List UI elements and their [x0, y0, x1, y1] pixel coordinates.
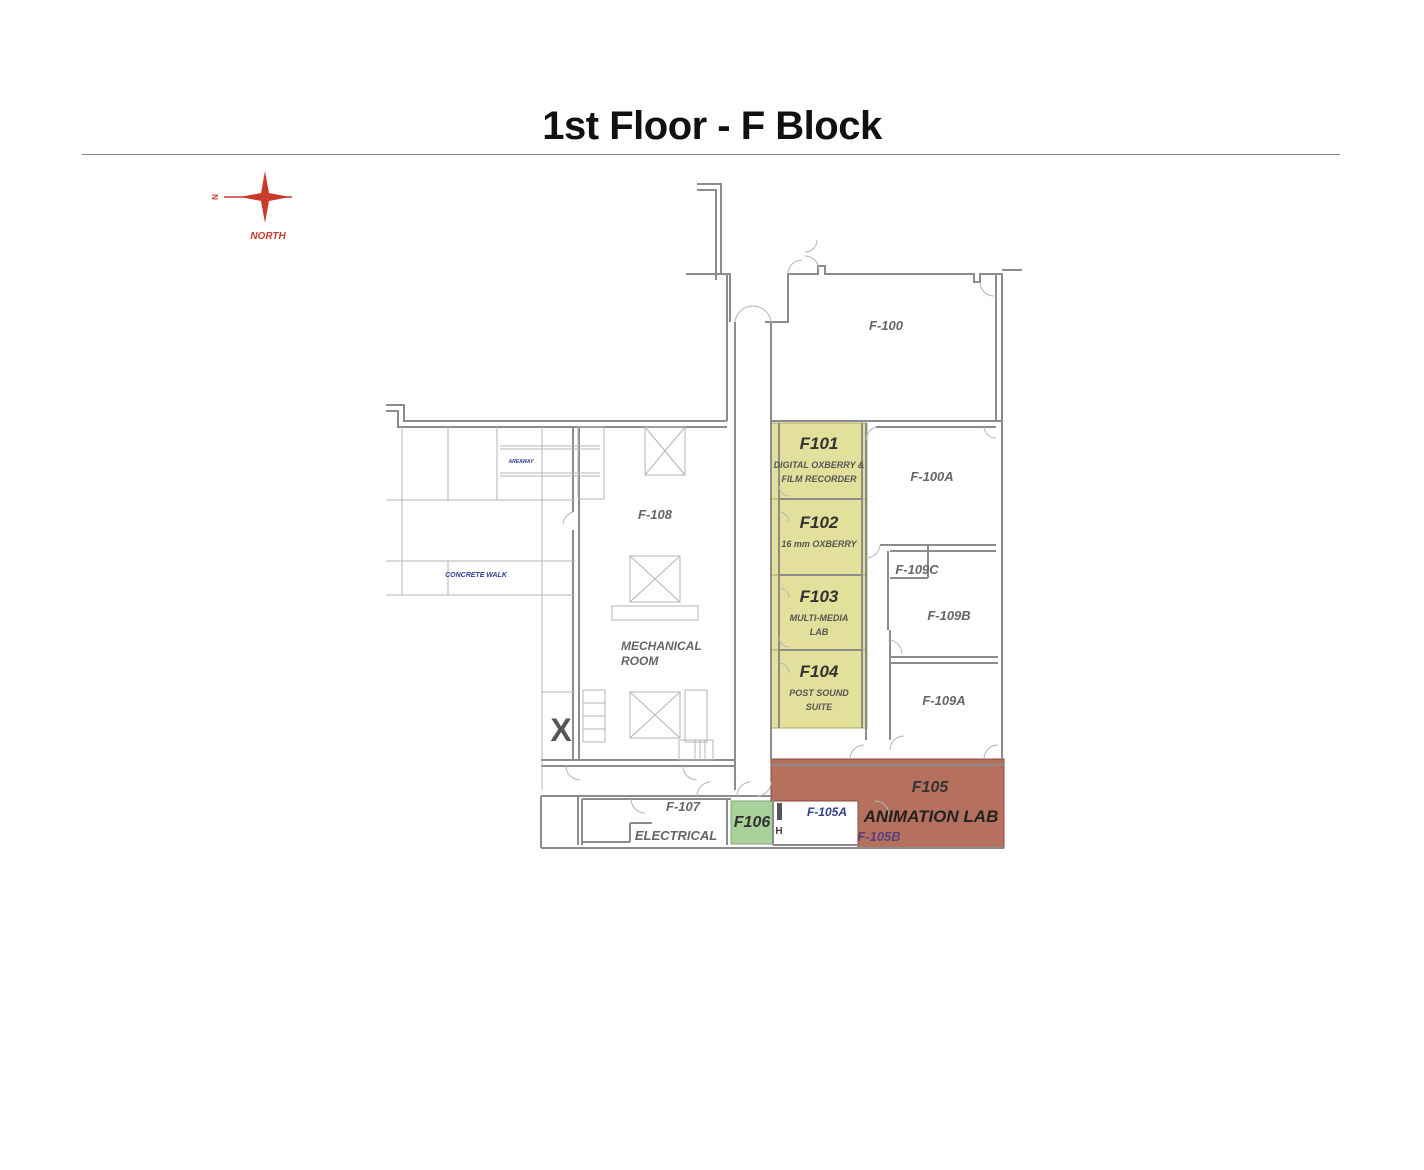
room-name-f101-line1: DIGITAL OXBERRY &: [774, 460, 865, 470]
label-concrete-walk: CONCRETE WALK: [445, 572, 508, 579]
page-title: 1st Floor - F Block: [542, 104, 882, 148]
room-name-f104-line2: SUITE: [806, 702, 834, 712]
mechanical-equipment: [577, 426, 714, 761]
room-label-f100: F-100: [869, 318, 904, 333]
room-label-mechanical-line2: ROOM: [621, 654, 659, 668]
room-name-f103-line2: LAB: [810, 627, 829, 637]
room-name-f105: ANIMATION LAB: [863, 807, 999, 826]
concrete-walk-grid: [386, 427, 600, 790]
room-number-f104: F104: [800, 662, 839, 681]
room-number-f103: F103: [800, 587, 839, 606]
room-name-f102-line1: 16 mm OXBERRY: [781, 539, 857, 549]
room-label-f107: F-107: [666, 799, 701, 814]
room-number-f102: F102: [800, 513, 839, 532]
h-device-icon: [777, 803, 782, 820]
room-label-f108: F-108: [638, 507, 673, 522]
building-walls: [386, 183, 1022, 849]
room-f102-fill: [770, 498, 868, 576]
x-mark: X: [550, 712, 572, 748]
room-name-f103-line1: MULTI-MEDIA: [790, 613, 849, 623]
room-name-f104-line1: POST SOUND: [789, 688, 849, 698]
room-label-electrical: ELECTRICAL: [635, 828, 717, 843]
room-f101-fill: [770, 422, 868, 500]
room-label-f109b: F-109B: [927, 608, 970, 623]
room-label-f109c: F-109C: [895, 562, 939, 577]
compass-letter: N: [211, 194, 220, 200]
h-marker: H: [775, 826, 782, 837]
room-label-mechanical-line1: MECHANICAL: [621, 639, 702, 653]
compass-rose-icon: N: [211, 171, 292, 223]
room-label-f106: F106: [734, 814, 771, 831]
room-name-f101-line2: FILM RECORDER: [782, 474, 857, 484]
room-number-f105: F105: [912, 779, 950, 796]
label-areaway: AREAWAY: [508, 459, 535, 465]
room-label-f105a: F-105A: [807, 805, 847, 819]
compass-label: NORTH: [250, 231, 286, 242]
room-label-f109a: F-109A: [922, 693, 965, 708]
room-label-f100a: F-100A: [910, 469, 953, 484]
corridor-walls: [778, 423, 863, 728]
room-label-f105b: F-105B: [857, 829, 900, 844]
door-swings: [562, 239, 999, 816]
title-rule: [82, 154, 1340, 155]
room-number-f101: F101: [800, 434, 839, 453]
